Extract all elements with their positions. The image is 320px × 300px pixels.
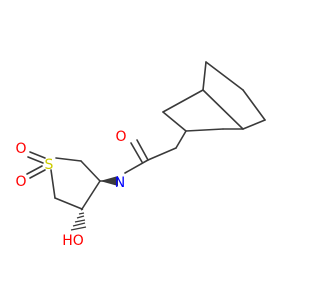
- bond: [242, 119, 266, 130]
- bond: [202, 61, 207, 91]
- bond: [205, 61, 244, 91]
- stereo-wedge-bond: [100, 176, 118, 186]
- bond: [124, 159, 149, 174]
- structure-canvas: O N S O O HO: [15, 61, 266, 249]
- sulfonyl-double-bond: [26, 165, 43, 175]
- amide-linker: [124, 130, 187, 174]
- bond: [55, 157, 82, 162]
- bond: [185, 128, 224, 132]
- bond: [50, 169, 56, 199]
- bond: [54, 197, 83, 210]
- molecule-diagram: O N S O O HO: [15, 61, 266, 249]
- hydroxyl-label: HO: [62, 233, 84, 249]
- sulfolane-ring: [50, 157, 101, 210]
- norbornane-ring: [162, 61, 266, 132]
- bond: [81, 180, 101, 210]
- bond: [202, 89, 244, 130]
- bond: [242, 89, 266, 121]
- carbonyl-oxygen-label: O: [115, 129, 126, 145]
- stereo-hash-bond: [70, 208, 87, 231]
- sulfonyl-bonds: [26, 151, 46, 179]
- carbonyl-double-bond: [136, 139, 149, 161]
- bond: [175, 130, 187, 149]
- bond: [162, 111, 187, 132]
- sulfonyl-oxygen-label: O: [15, 141, 26, 157]
- carbonyl-double-bond: [130, 142, 143, 163]
- sulfonyl-double-bond: [29, 169, 46, 179]
- bond: [80, 160, 101, 182]
- sulfonyl-oxygen-label: O: [15, 174, 26, 190]
- amide-nitrogen-label: N: [115, 175, 125, 191]
- sulfur-label: S: [45, 157, 54, 173]
- bond: [147, 147, 177, 161]
- sulfonyl-double-bond: [27, 156, 44, 164]
- sulfonyl-double-bond: [29, 151, 46, 159]
- bond: [162, 89, 204, 113]
